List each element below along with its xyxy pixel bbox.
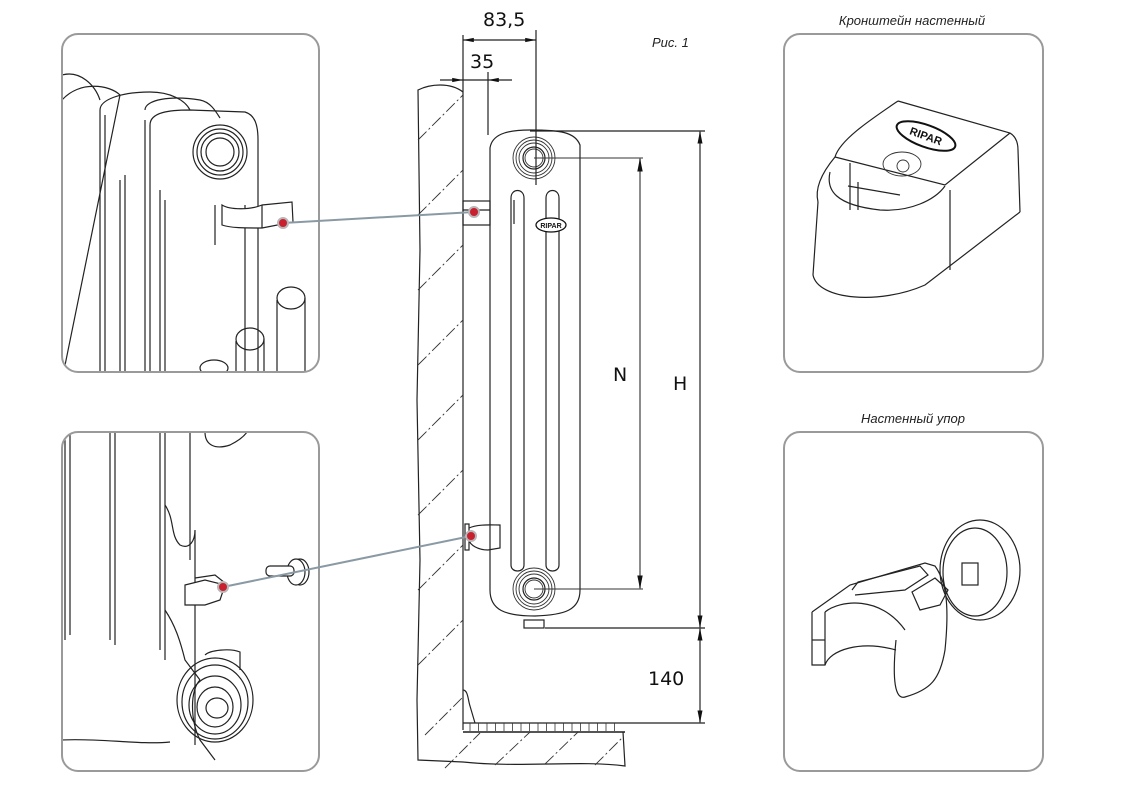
wall-bracket-caption: Кронштейн настенный [839,13,985,28]
marker-dot [217,581,229,593]
radiator-side-view: RIPAR [462,129,581,629]
floor-section [444,689,626,769]
marker-dot [277,217,289,229]
callout-top-bracket [277,206,480,229]
wall-stop-caption: Настенный упор [861,411,965,426]
dimension-label-center-distance: N [613,364,627,386]
figure-label: Рис. 1 [652,35,689,50]
callout-bottom-stop [217,530,477,593]
marker-dot [465,530,477,542]
dimension-label-total-depth: 83,5 [483,9,525,31]
detail-panel-top-bracket [61,33,320,373]
dimension-label-height: H [673,373,687,395]
radiator-logo: RIPAR [535,217,567,233]
wall-section [416,35,464,763]
marker-dot [468,206,480,218]
dimension-label-wall-gap: 35 [470,51,494,73]
detail-panel-bottom-stop [61,431,320,772]
dimension-lines [440,30,705,724]
detail-panel-wall-bracket: RIPAR [783,33,1044,373]
svg-text:RIPAR: RIPAR [540,223,561,230]
detail-panel-wall-stop [783,431,1044,772]
dimension-label-floor-clearance: 140 [648,668,684,690]
